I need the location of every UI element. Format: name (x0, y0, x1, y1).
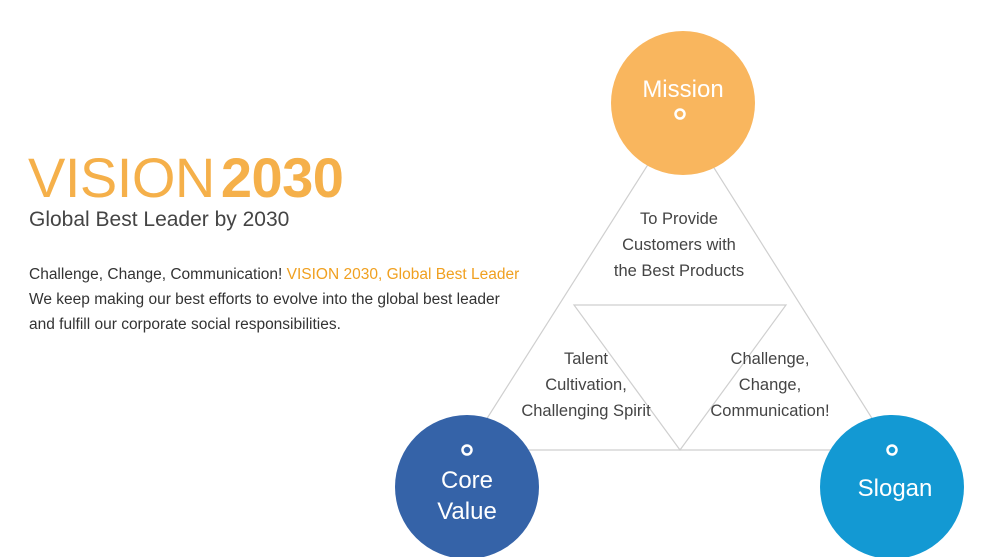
mission-statement-line-1: To Provide (640, 210, 718, 228)
intro-line-1-prefix: Challenge, Change, Communication! (29, 266, 283, 283)
slogan-statement-line-1: Challenge, (731, 350, 810, 368)
slogan-statement-line-3: Communication! (710, 402, 829, 420)
intro-text: Challenge, Change, Communication! VISION… (29, 262, 569, 337)
core-value-node: Core Value (395, 415, 539, 557)
slogan-node: Slogan (820, 415, 964, 557)
intro-line-1: Challenge, Change, Communication! VISION… (29, 262, 569, 287)
mission-statement-line-3: the Best Products (614, 262, 744, 280)
slogan-label: Slogan (858, 475, 933, 502)
mission-circle (611, 31, 755, 175)
mission-connector-dot (674, 108, 686, 120)
headline-vision: VISION (28, 146, 215, 209)
intro-line-1-highlight: VISION 2030, Global Best Leader (286, 266, 520, 283)
core-value-connector-dot (461, 444, 473, 456)
core-value-label-line-2: Value (437, 498, 497, 525)
slogan-circle (820, 415, 964, 557)
slogan-statement: Challenge, Change, Communication! (710, 350, 829, 420)
mission-statement: To Provide Customers with the Best Produ… (614, 210, 744, 280)
headline-year: 2030 (220, 146, 344, 209)
slogan-statement-line-2: Change, (739, 376, 801, 394)
core-value-statement-line-3: Challenging Spirit (521, 402, 651, 420)
core-value-statement: Talent Cultivation, Challenging Spirit (521, 350, 651, 420)
core-value-statement-line-2: Cultivation, (545, 376, 627, 394)
core-value-statement-line-1: Talent (564, 350, 608, 368)
slogan-connector-dot (886, 444, 898, 456)
subtitle: Global Best Leader by 2030 (29, 208, 290, 231)
mission-label: Mission (642, 76, 723, 103)
mission-statement-line-2: Customers with (622, 236, 736, 254)
inner-triangle (572, 304, 788, 452)
intro-line-2: We keep making our best efforts to evolv… (29, 291, 500, 308)
intro-line-3: and fulfill our corporate social respons… (29, 316, 341, 333)
mission-node: Mission (611, 31, 755, 175)
core-value-label-line-1: Core (441, 467, 493, 494)
core-value-circle (395, 415, 539, 557)
